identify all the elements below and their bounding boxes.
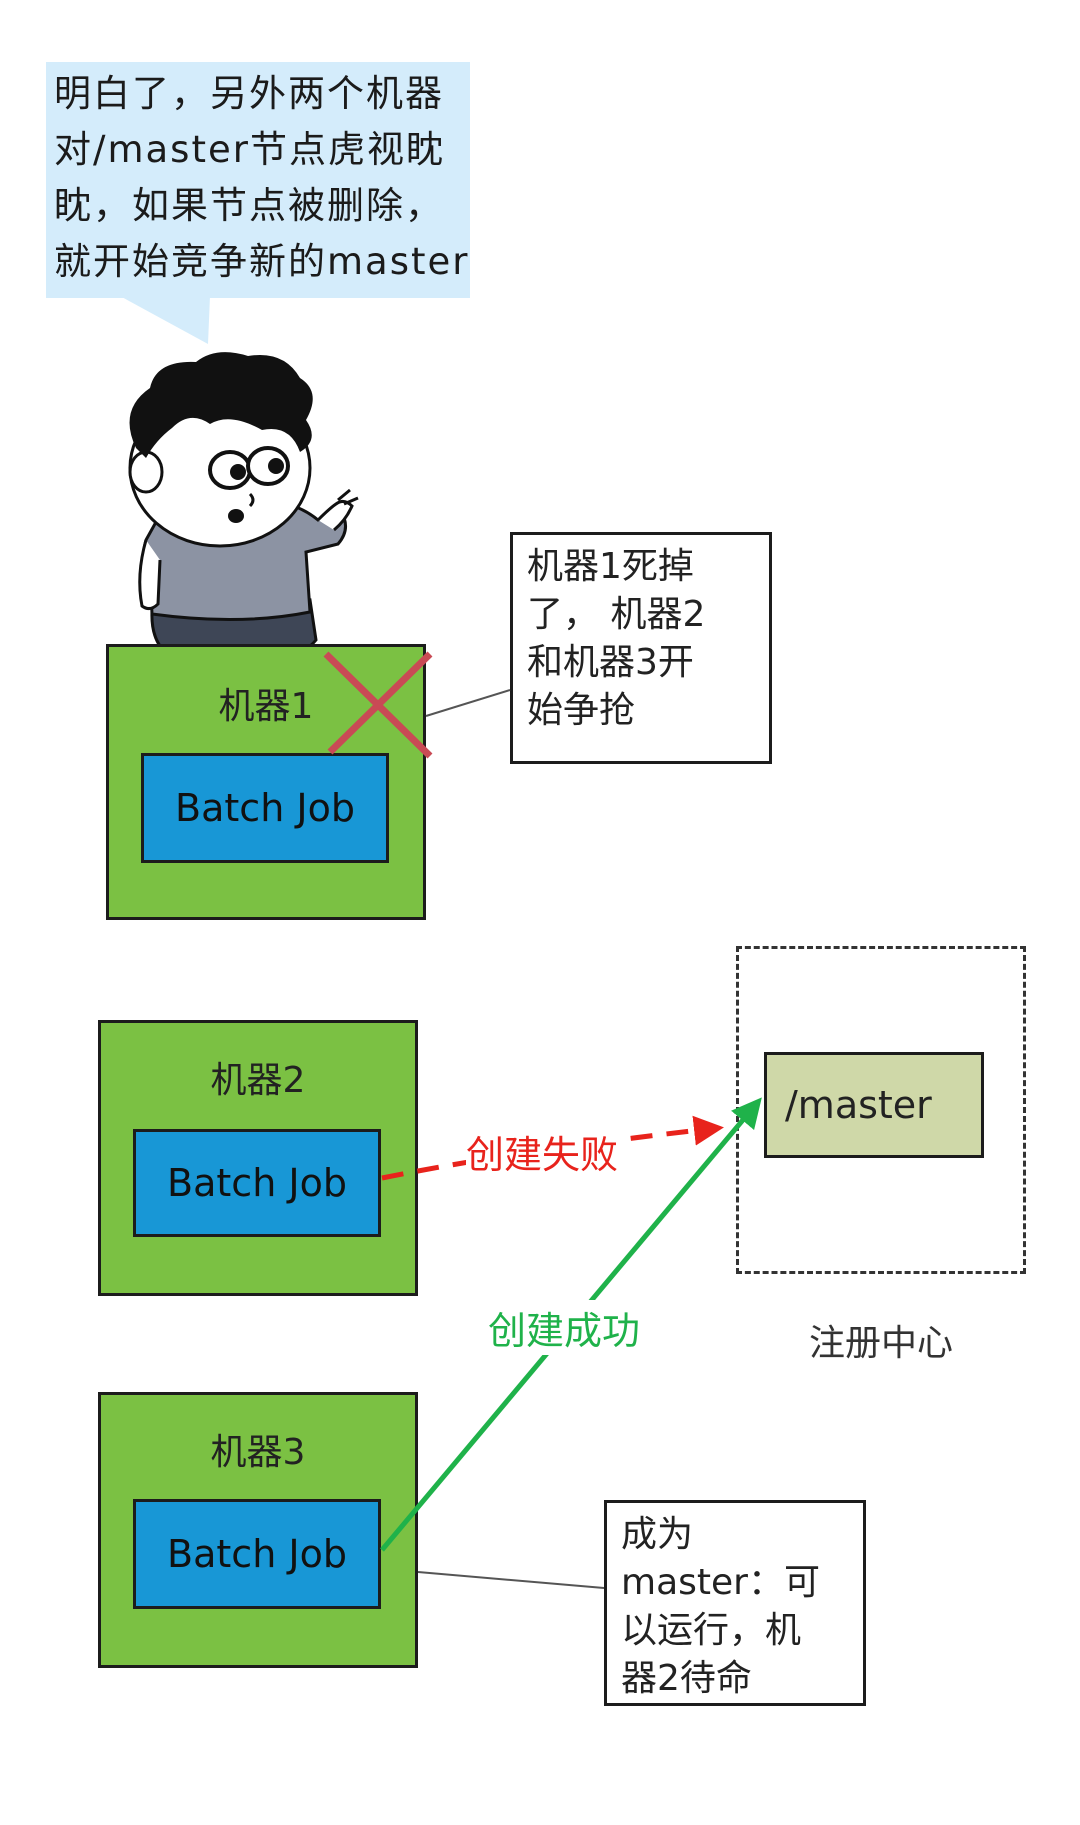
machine-1-label: 机器1 [218, 686, 314, 727]
registry-center-label: 注册中心 [808, 1323, 953, 1364]
became-master-note: 成为 master：可 以运行，机 器2待命 [604, 1500, 866, 1706]
master-node: /master [764, 1052, 984, 1158]
machine-2-batch-job: Batch Job [133, 1129, 381, 1237]
machine-1-batch-job: Batch Job [141, 753, 389, 863]
machine-3-batch-job: Batch Job [133, 1499, 381, 1609]
master-node-label: /master [785, 1083, 932, 1127]
cross-icon [323, 651, 433, 759]
machine-3-label: 机器3 [210, 1432, 306, 1473]
speech-bubble-text: 明白了，另外两个机器 对/master节点虎视眈 眈，如果节点被删除， 就开始竞… [54, 72, 470, 283]
machine-2-label: 机器2 [210, 1060, 306, 1101]
machine-2-box: 机器2 Batch Job [98, 1020, 418, 1296]
create-success-label: 创建成功 [488, 1300, 641, 1355]
speech-bubble [46, 62, 470, 298]
note-connector-line-2 [417, 1571, 605, 1589]
machine-3-box: 机器3 Batch Job [98, 1392, 418, 1668]
create-failed-label: 创建失败 [466, 1124, 619, 1179]
note-connector-line-1 [425, 689, 511, 717]
machine-1-dead-note: 机器1死掉 了， 机器2 和机器3开 始争抢 [510, 532, 772, 764]
machine-1-box: 机器1 Batch Job [106, 644, 426, 920]
